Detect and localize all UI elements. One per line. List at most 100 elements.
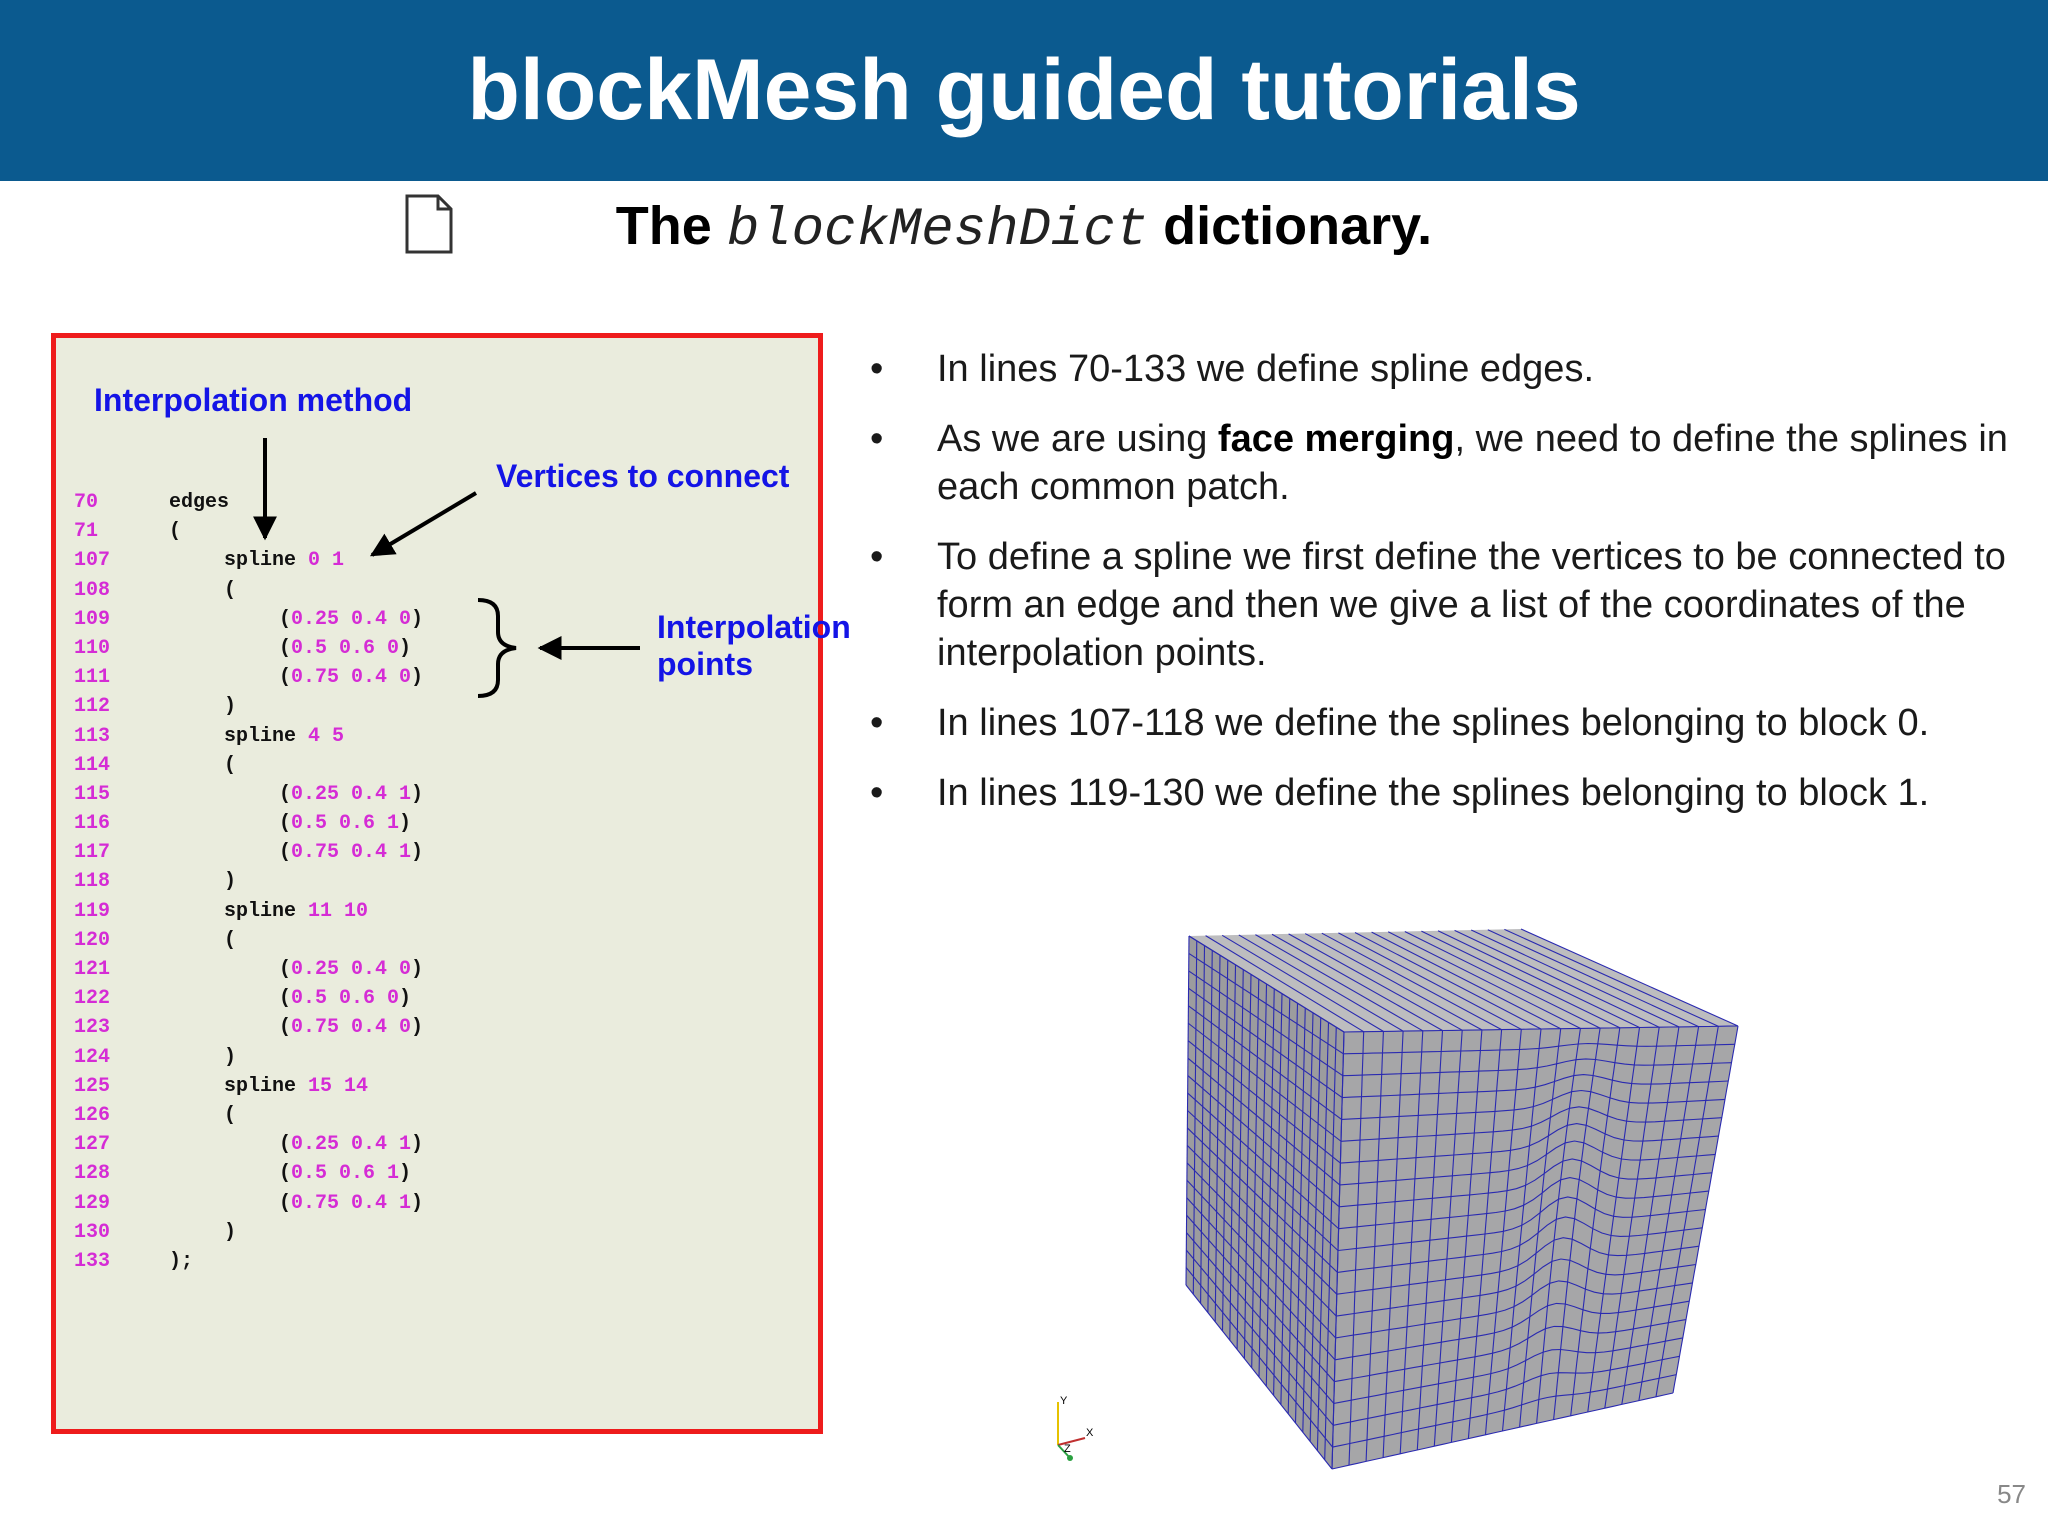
mesh-line bbox=[1604, 1027, 1660, 1409]
line-number: 123 bbox=[74, 1016, 111, 1040]
line-number: 107 bbox=[74, 549, 111, 573]
code-text: ) bbox=[224, 1220, 237, 1244]
code-text: spline 4 5 bbox=[224, 724, 345, 748]
code-text: (0.75 0.4 0) bbox=[279, 666, 424, 690]
mesh-line bbox=[1186, 1127, 1338, 1273]
mesh-line bbox=[1437, 930, 1640, 1028]
mesh-line bbox=[1280, 998, 1291, 1405]
line-number: 120 bbox=[74, 928, 111, 952]
mesh-line bbox=[1316, 1022, 1330, 1451]
axis-z-label: Z bbox=[1064, 1443, 1071, 1455]
code-text: (0.5 0.6 1) bbox=[279, 1162, 412, 1186]
bullet-dot: • bbox=[870, 536, 884, 578]
code-text: (0.5 0.6 0) bbox=[279, 636, 412, 660]
subtitle-prefix: The bbox=[615, 196, 712, 256]
line-number: 121 bbox=[74, 958, 111, 981]
code-text: spline 15 14 bbox=[224, 1074, 369, 1098]
mesh-line bbox=[1337, 1216, 1703, 1273]
mesh-line bbox=[1186, 1197, 1336, 1361]
mesh-line bbox=[1271, 933, 1443, 1031]
code-text: (0.75 0.4 0) bbox=[279, 1016, 424, 1040]
code-panel bbox=[51, 333, 823, 1434]
mesh-line bbox=[1186, 1145, 1338, 1295]
mesh-line bbox=[1186, 1214, 1335, 1382]
mesh-line bbox=[1309, 1017, 1322, 1442]
code-text: (0.5 0.6 1) bbox=[279, 812, 412, 836]
mesh-line bbox=[1404, 930, 1601, 1029]
bullet-item: •In lines 119-130 we define the splines … bbox=[870, 769, 2020, 817]
annotation-vertices-to-connect: Vertices to connect bbox=[496, 458, 790, 494]
line-number: 117 bbox=[74, 841, 111, 865]
bullet-dot: • bbox=[870, 772, 884, 814]
mesh-line bbox=[1354, 932, 1542, 1030]
bullet-dot: • bbox=[870, 702, 884, 744]
line-number: 116 bbox=[74, 812, 111, 836]
bullet-item: •As we are using face merging, we need t… bbox=[870, 415, 2020, 511]
mesh-line bbox=[1470, 929, 1680, 1028]
line-number: 119 bbox=[74, 899, 111, 923]
header-bar: blockMesh guided tutorials bbox=[0, 0, 2048, 181]
mesh-line bbox=[1185, 1249, 1334, 1426]
mesh-line bbox=[1371, 931, 1561, 1030]
line-number: 124 bbox=[74, 1045, 111, 1069]
mesh-line bbox=[1520, 928, 1739, 1027]
mesh-line bbox=[1188, 935, 1345, 1033]
bullet-dot: • bbox=[870, 418, 884, 460]
line-number: 71 bbox=[74, 520, 99, 544]
mesh-line bbox=[1536, 1028, 1581, 1424]
mesh-line bbox=[1205, 935, 1364, 1033]
mesh-line bbox=[1672, 1025, 1739, 1394]
code-text: spline 0 1 bbox=[224, 549, 345, 573]
mesh-line bbox=[1336, 1237, 1700, 1295]
line-number: 70 bbox=[74, 491, 99, 514]
mesh-line bbox=[1294, 1007, 1306, 1424]
line-number: 114 bbox=[74, 753, 111, 777]
line-number: 115 bbox=[74, 782, 111, 806]
code-text: ( bbox=[224, 1103, 237, 1127]
mesh-line bbox=[1337, 1196, 1706, 1252]
mesh-line bbox=[1265, 988, 1275, 1387]
axis-y-label: Y bbox=[1060, 1395, 1068, 1407]
mesh-line bbox=[1421, 930, 1621, 1029]
mesh-line bbox=[1504, 928, 1719, 1027]
subtitle-suffix: dictionary. bbox=[1163, 196, 1433, 256]
code-text: edges bbox=[169, 491, 230, 514]
mesh-line bbox=[1621, 1026, 1680, 1405]
line-number: 109 bbox=[74, 607, 111, 631]
line-number: 108 bbox=[74, 578, 111, 602]
code-text: (0.25 0.4 0) bbox=[279, 607, 424, 631]
mesh-line bbox=[1186, 1232, 1335, 1404]
mesh-line bbox=[1333, 1337, 1683, 1404]
line-number: 128 bbox=[74, 1162, 111, 1186]
mesh-line bbox=[1324, 1027, 1337, 1460]
mesh-line bbox=[1553, 1028, 1601, 1420]
mesh-line bbox=[1519, 1028, 1562, 1428]
code-text: (0.25 0.4 1) bbox=[279, 1133, 424, 1157]
axis-x-label: X bbox=[1086, 1427, 1094, 1439]
mesh-line bbox=[1273, 993, 1283, 1396]
line-number: 129 bbox=[74, 1191, 111, 1215]
mesh-line bbox=[1221, 934, 1384, 1032]
mesh-line bbox=[1321, 932, 1502, 1031]
line-number: 112 bbox=[74, 695, 111, 719]
mesh-line bbox=[1185, 1284, 1333, 1470]
cube-front-face bbox=[1332, 1026, 1738, 1469]
mesh-line bbox=[1287, 1003, 1299, 1414]
code-text: (0.5 0.6 0) bbox=[279, 987, 412, 1011]
mesh-line bbox=[1186, 1179, 1337, 1339]
line-number: 133 bbox=[74, 1249, 111, 1273]
code-text: ); bbox=[169, 1249, 194, 1273]
mesh-line bbox=[1185, 1267, 1334, 1448]
bullet-item: •In lines 70-133 we define spline edges. bbox=[870, 345, 2020, 393]
mesh-line bbox=[1333, 1355, 1680, 1426]
code-text: ) bbox=[224, 695, 237, 719]
mesh-cube-image bbox=[1185, 928, 1739, 1470]
code-text: (0.25 0.4 0) bbox=[279, 958, 424, 981]
mesh-line bbox=[1238, 934, 1404, 1032]
mesh-line bbox=[1288, 933, 1463, 1031]
slide-subtitle: The blockMeshDict dictionary. bbox=[0, 195, 2048, 261]
annotation-interpolation-line2: points bbox=[657, 646, 753, 682]
mesh-line bbox=[1304, 933, 1483, 1031]
slide-title: blockMesh guided tutorials bbox=[467, 42, 1581, 138]
subtitle-code: blockMeshDict bbox=[726, 200, 1149, 261]
